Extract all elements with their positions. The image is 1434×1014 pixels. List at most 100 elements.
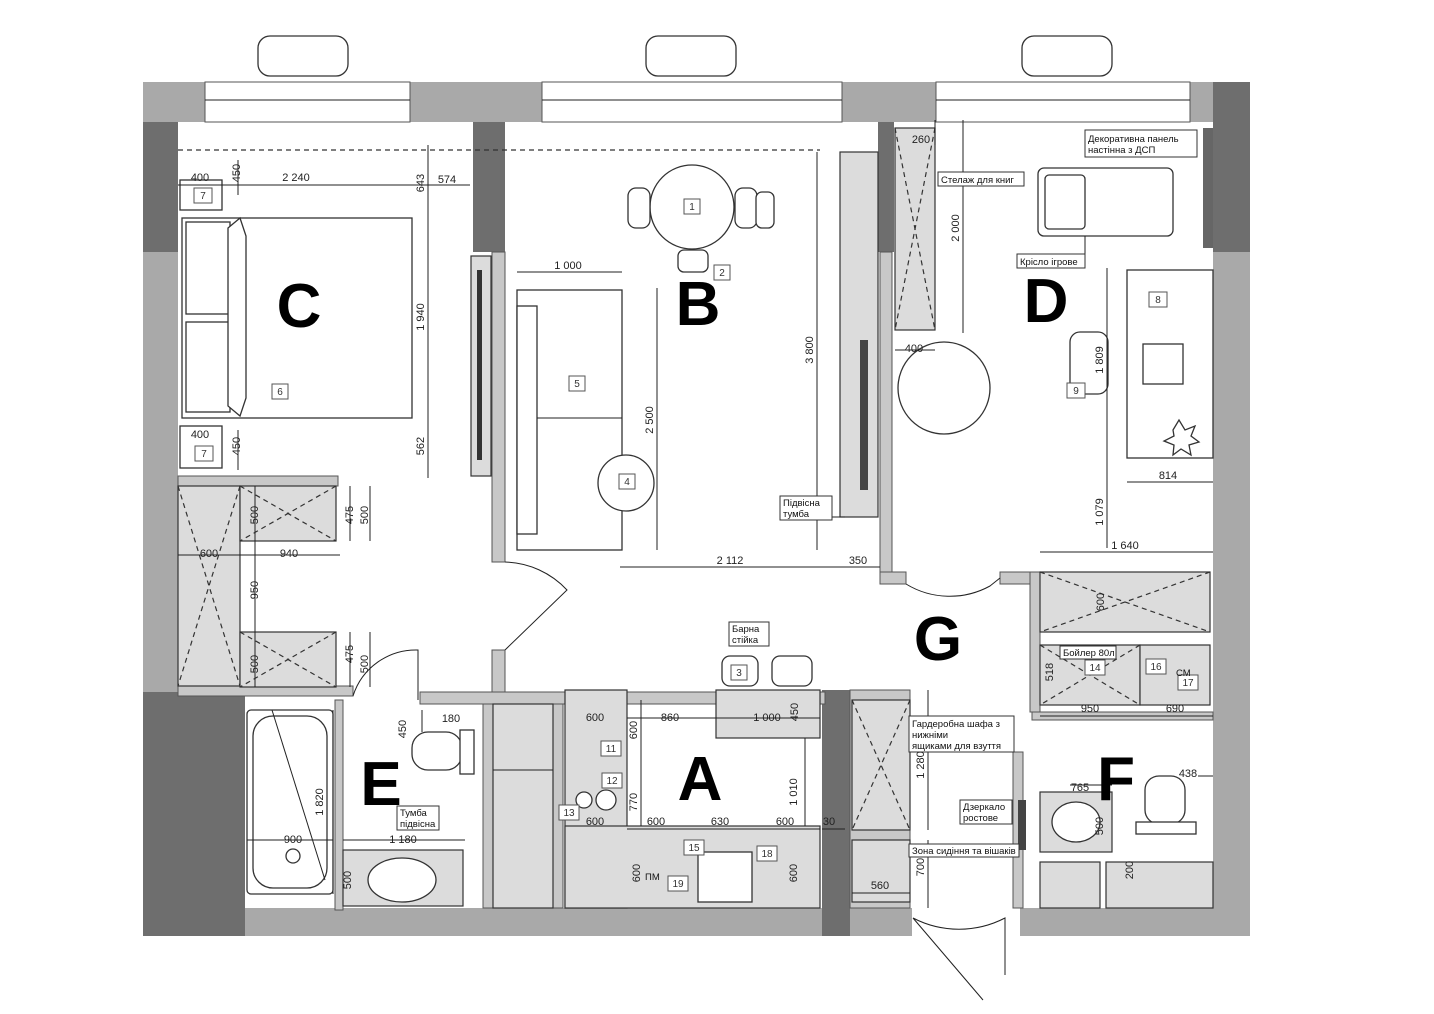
- dim-label: 2 112: [717, 555, 744, 567]
- dim-label: 2 000: [950, 214, 962, 242]
- dim-label: 450: [789, 703, 801, 721]
- sink-f: [1039, 791, 1113, 853]
- furniture-tag: 19: [672, 879, 684, 890]
- dim-label: 770: [628, 793, 640, 811]
- dim-label: 180: [442, 713, 460, 725]
- note-mirror: ростове: [963, 813, 998, 824]
- gaming-chair: [1037, 167, 1174, 258]
- dim-label: 814: [1159, 470, 1177, 482]
- desk: [1069, 269, 1214, 459]
- bookshelf: [894, 127, 936, 331]
- dim-label: 3 800: [804, 336, 816, 364]
- dim-label: 400: [191, 172, 209, 184]
- outer-walls: [143, 81, 1250, 936]
- dim-label: 1 000: [554, 260, 582, 272]
- dim-label: 500: [342, 871, 354, 889]
- radiator-right: [1021, 35, 1113, 77]
- note-wardrobe: нижніми: [912, 730, 948, 741]
- room-label-f: F: [1097, 745, 1135, 814]
- round-rug: [897, 341, 991, 435]
- dim-label: 900: [284, 834, 302, 846]
- radiator-center: [645, 35, 737, 77]
- study-door[interactable]: [905, 577, 1001, 597]
- furniture-tag: 7: [201, 449, 207, 460]
- furniture-tag: 5: [574, 379, 580, 390]
- living-door[interactable]: [504, 561, 568, 651]
- note-vanity: Тумба: [400, 808, 428, 819]
- room-label-b: B: [676, 270, 721, 339]
- dim-label: 2 500: [644, 406, 656, 434]
- dim-label: 518: [1044, 663, 1056, 681]
- dim-label: 1 809: [1094, 346, 1106, 374]
- dim-label: 1 010: [788, 778, 800, 806]
- dim-label: 475: [344, 645, 356, 663]
- dim-label: 475: [344, 506, 356, 524]
- dim-label: 643: [415, 174, 427, 192]
- bathroom-door[interactable]: [352, 649, 419, 700]
- furniture-tag: 15: [688, 843, 700, 854]
- dim-label: 400: [905, 343, 923, 355]
- dim-label: 560: [871, 880, 889, 892]
- room-label-a: A: [678, 745, 723, 814]
- room-label-g: G: [914, 605, 962, 674]
- bathroom-dimensions: [247, 710, 465, 894]
- note-decor-panel: Декоративна панель: [1088, 134, 1179, 145]
- furniture-tag: 13: [563, 808, 575, 819]
- dim-label: 2 240: [282, 172, 310, 184]
- note-gaming-chair: Крісло ігрове: [1020, 257, 1078, 268]
- dim-label: 450: [231, 437, 243, 455]
- dim-label: 500: [359, 655, 371, 673]
- dim-label: 562: [415, 437, 427, 455]
- kitchen-dimensions: [627, 700, 845, 830]
- dim-label: 950: [1081, 703, 1099, 715]
- dim-label: 690: [1166, 703, 1184, 715]
- dim-label: 400: [191, 429, 209, 441]
- dim-label: 438: [1179, 768, 1197, 780]
- furniture-tag: 6: [277, 387, 283, 398]
- note-hanging-cabinet: тумба: [783, 509, 810, 520]
- furniture-tag: 14: [1089, 663, 1101, 674]
- furniture-tag: 8: [1155, 295, 1161, 306]
- room-label-c: C: [277, 272, 322, 341]
- dim-label: 1 079: [1094, 498, 1106, 526]
- sofa: [516, 289, 655, 551]
- dim-label: 30: [823, 816, 835, 828]
- bar-counter: [715, 655, 821, 739]
- dim-label: 500: [249, 655, 261, 673]
- furniture-tag: 2: [719, 268, 725, 279]
- note-seating-area: Зона сидіння та вішаків: [912, 846, 1016, 857]
- dim-label: 1 280: [915, 751, 927, 779]
- note-bar-counter: Барна: [732, 624, 760, 635]
- note-bookshelf: Стелаж для книг: [941, 175, 1014, 186]
- living-dimensions: [517, 152, 880, 568]
- bathtub: [246, 709, 334, 895]
- dim-label: 600: [1095, 593, 1107, 611]
- dim-label: 860: [661, 712, 679, 724]
- dim-label: 600: [788, 864, 800, 882]
- decor-panel: [1203, 128, 1213, 248]
- fridge-column: [492, 703, 554, 909]
- note-bar-counter: стійка: [732, 635, 759, 646]
- furniture-tag: 3: [736, 668, 742, 679]
- entrance-door[interactable]: [912, 917, 1006, 1001]
- dim-label: 600: [647, 816, 665, 828]
- note-dishwasher: ПМ: [645, 872, 660, 883]
- note-wardrobe: ящиками для взуття: [912, 741, 1001, 752]
- dim-label: 1 940: [415, 303, 427, 331]
- utility-shelves: [1039, 861, 1214, 909]
- toilet-e: [411, 729, 475, 775]
- hallway-wardrobe: [851, 699, 911, 903]
- dim-label: 500: [359, 506, 371, 524]
- bed: [181, 216, 413, 419]
- radiator-left: [257, 35, 349, 77]
- room-label-d: D: [1024, 267, 1069, 336]
- furniture-tags: 1 2 3 4 5 6 7 7 8 9 11 12 13 14 15 16 17…: [193, 187, 1199, 892]
- dim-label: 765: [1071, 782, 1089, 794]
- study-dimensions: [895, 120, 1213, 553]
- dim-label: 350: [849, 555, 867, 567]
- dining-table: [627, 164, 775, 273]
- dim-label: 260: [912, 134, 930, 146]
- kitchen-cabinets: [564, 689, 821, 909]
- wardrobe-bedroom: [177, 485, 337, 688]
